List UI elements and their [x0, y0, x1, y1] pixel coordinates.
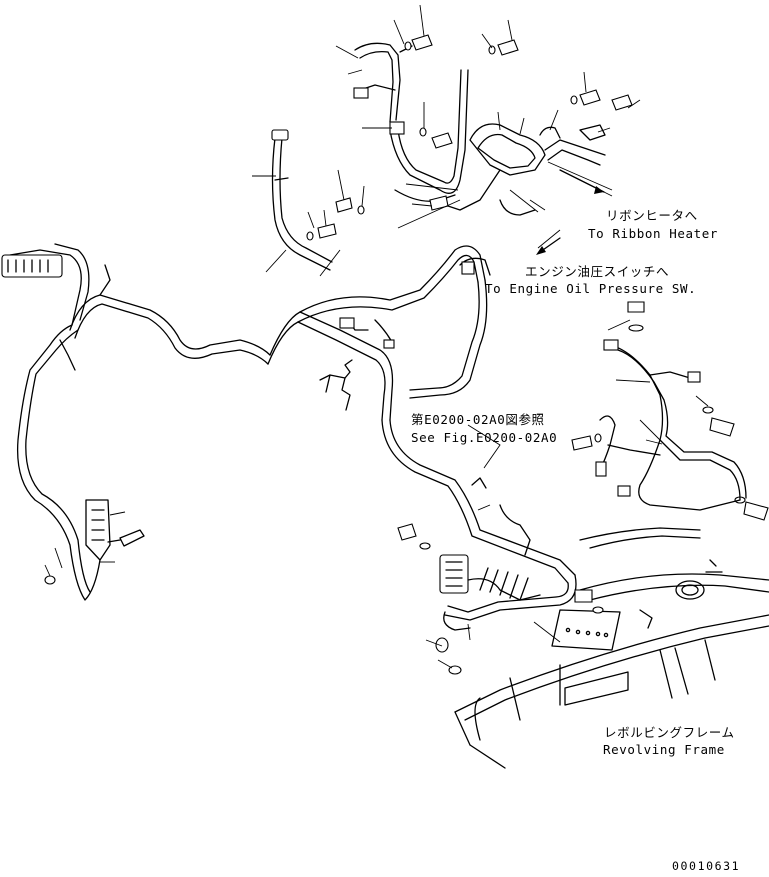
revolving-frame-label-en: Revolving Frame	[603, 742, 725, 757]
revolving-frame-outline	[454, 559, 769, 769]
see-figure-reference-jp: 第E0200-02A0図参照	[411, 412, 545, 427]
drawing-number: 00010631	[672, 859, 741, 873]
main-harness-trunk	[69, 245, 577, 621]
ribbon-heater-label-en: To Ribbon Heater	[588, 226, 719, 241]
upper-center-harness	[271, 42, 606, 276]
leader-lines	[252, 4, 709, 669]
oil-pressure-switch-label-en: To Engine Oil Pressure SW.	[485, 281, 697, 296]
oil-pressure-switch-label-jp: エンジン油圧スイッチへ	[525, 264, 670, 279]
revolving-frame-label-jp: レボルビングフレーム	[604, 725, 735, 740]
left-branch-harness	[1, 243, 145, 601]
bolt-and-washer-group	[306, 34, 769, 675]
right-side-harness	[579, 339, 747, 549]
bottom-center-connectors	[319, 317, 541, 631]
see-figure-reference-en: See Fig.E0200-02A0	[411, 430, 558, 445]
ribbon-heater-label-jp: リボンヒータへ	[606, 208, 698, 223]
direction-arrows	[536, 169, 605, 255]
